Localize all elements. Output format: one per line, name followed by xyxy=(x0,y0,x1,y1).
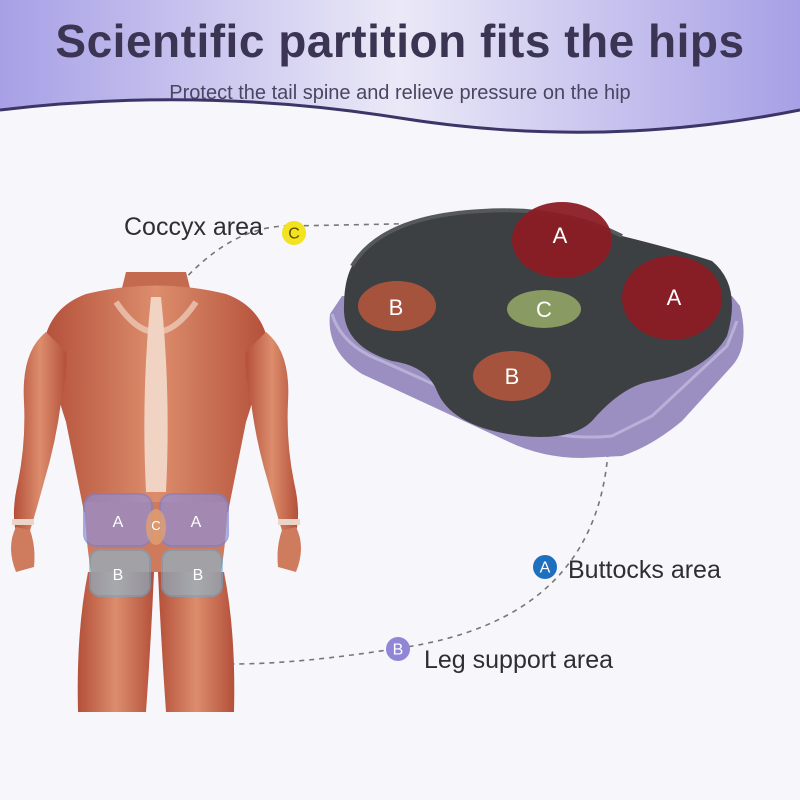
human-muscle-figure: A A C B B xyxy=(11,272,301,712)
coccyx-area-label: Coccyx area xyxy=(124,213,263,241)
svg-text:B: B xyxy=(393,642,404,659)
buttocks-area-label: Buttocks area xyxy=(568,556,721,584)
svg-text:C: C xyxy=(288,226,300,243)
leg-support-area-label: Leg support area xyxy=(424,646,614,674)
body-zone-a-label: A xyxy=(191,514,202,531)
header-banner: Scientific partition fits the hips Prote… xyxy=(0,0,800,140)
badge-b-icon: B xyxy=(386,637,410,661)
zone-a-label: A xyxy=(667,285,682,310)
badge-a-icon: A xyxy=(533,555,557,579)
body-zone-a-label: A xyxy=(113,514,124,531)
zone-b-label: B xyxy=(505,364,520,389)
header-wave-background xyxy=(0,0,800,134)
page-title: Scientific partition fits the hips xyxy=(55,15,745,67)
zone-c-label: C xyxy=(536,297,552,322)
page-subtitle: Protect the tail spine and relieve press… xyxy=(169,82,631,104)
zone-a-label: A xyxy=(553,223,568,248)
zone-b-label: B xyxy=(389,295,404,320)
svg-text:A: A xyxy=(540,560,551,577)
body-zone-b-label: B xyxy=(113,567,124,584)
body-zone-b-label: B xyxy=(193,567,204,584)
badge-c-icon: C xyxy=(282,221,306,245)
seat-cushion-illustration: A A B C B xyxy=(329,202,744,458)
body-zone-c-label: C xyxy=(151,518,160,533)
